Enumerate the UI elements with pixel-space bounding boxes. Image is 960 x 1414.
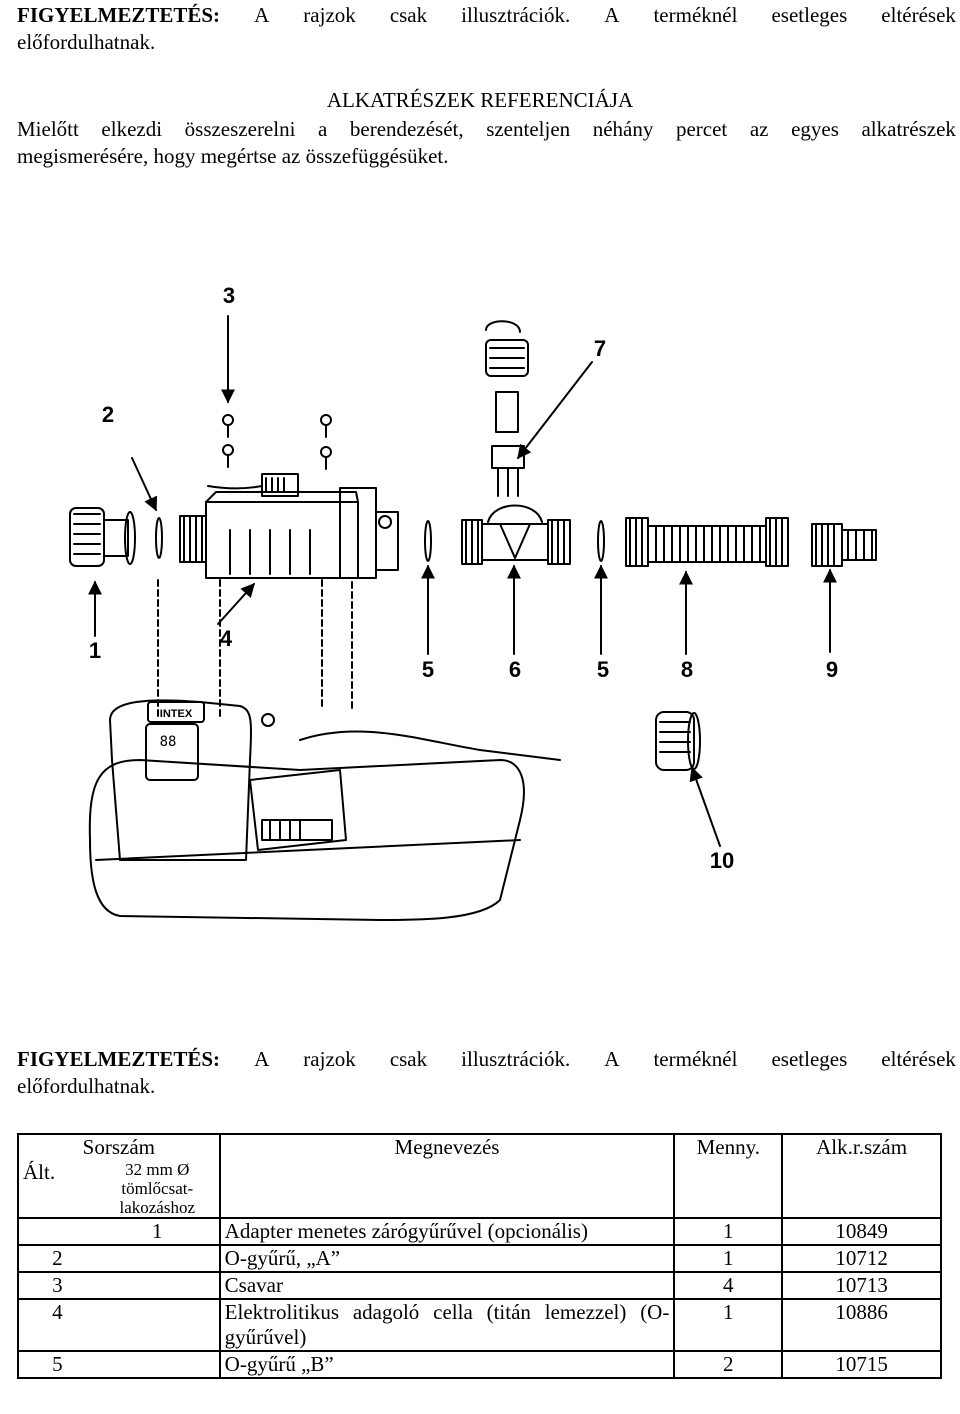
part-8-hose — [625, 517, 789, 567]
parts-table: Sorszám Megnevezés Menny. Alk.r.szám Ált… — [17, 1133, 942, 1379]
section-title: ALKATRÉSZEK REFERENCIÁJA — [326, 88, 634, 112]
warning-line2: előfordulhatnak. — [17, 1074, 156, 1098]
part-4-cell — [179, 473, 399, 579]
part-10-cap — [655, 711, 701, 771]
header-part: Alk.r.szám — [781, 1133, 942, 1219]
warning-top: FIGYELMEZTETÉS: A rajzok csak illusztrác… — [17, 2, 956, 56]
chlorinator-unit — [88, 699, 561, 921]
warning-line2: előfordulhatnak. — [17, 30, 156, 54]
callout-2: 2 — [102, 402, 114, 427]
callout-8: 8 — [681, 657, 693, 682]
warning-prefix: FIGYELMEZTETÉS: — [17, 1047, 221, 1071]
header-sorszam: Sorszám — [17, 1133, 221, 1160]
warning-prefix: FIGYELMEZTETÉS: — [17, 3, 221, 27]
parts-diagram: INTEX 88 1 2 3 4 5 6 5 7 8 9 10 — [69, 283, 877, 921]
header-hose: 32 mm Ø tömlőcsat-lakozáshoz — [95, 1160, 221, 1219]
warning-line1: FIGYELMEZTETÉS: A rajzok csak illusztrác… — [17, 3, 956, 27]
header-qty: Menny. — [673, 1133, 784, 1219]
warning-bottom: FIGYELMEZTETÉS: A rajzok csak illusztrác… — [17, 1046, 956, 1100]
part-6-tee — [461, 504, 571, 565]
callout-3: 3 — [223, 283, 235, 308]
table-row: 1 Adapter menetes zárógyűrűvel (opcionál… — [17, 1217, 942, 1246]
part-5-oring-left — [424, 520, 432, 562]
dashed-guides — [157, 579, 353, 721]
part-3-screws — [222, 414, 332, 470]
display-digits: 88 — [160, 734, 177, 750]
callout-7: 7 — [594, 336, 606, 361]
part-2-oring — [155, 517, 163, 559]
table-header-row: Sorszám Megnevezés Menny. Alk.r.szám — [17, 1133, 942, 1219]
intro-line1: Mielőtt elkezdi összeszerelni a berendez… — [17, 117, 956, 141]
header-name: Megnevezés — [218, 1133, 676, 1219]
callout-5-right: 5 — [597, 657, 609, 682]
header-alt: Ált. — [17, 1160, 96, 1219]
intro-text: Mielőtt elkezdi összeszerelni a berendez… — [17, 116, 956, 170]
callout-arrows — [88, 315, 837, 847]
warning-line1: FIGYELMEZTETÉS: A rajzok csak illusztrác… — [17, 1047, 956, 1071]
callout-6: 6 — [509, 657, 521, 682]
intro-line2: megismerésére, hogy megértse az összefüg… — [17, 144, 449, 168]
brand-label: INTEX — [160, 708, 193, 720]
table-subheader-row: Ált. 32 mm Ø tömlőcsat-lakozáshoz — [17, 1160, 941, 1219]
table-row: 5 O-gyűrű „B” 2 10715 — [17, 1350, 942, 1379]
part-7-sensor — [485, 320, 529, 497]
callout-9: 9 — [826, 657, 838, 682]
table-row: 4 Elektrolitikus adagoló cella (titán le… — [17, 1298, 942, 1352]
callout-1: 1 — [89, 638, 101, 663]
callout-5-left: 5 — [422, 657, 434, 682]
part-9-fitting — [811, 523, 877, 567]
callout-4: 4 — [220, 626, 233, 651]
table-row: 3 Csavar 4 10713 — [17, 1271, 942, 1300]
callout-10: 10 — [710, 848, 734, 873]
table-row: 2 O-gyűrű, „A” 1 10712 — [17, 1244, 942, 1273]
part-5-oring-right — [597, 520, 605, 562]
part-1-adapter — [69, 507, 136, 567]
